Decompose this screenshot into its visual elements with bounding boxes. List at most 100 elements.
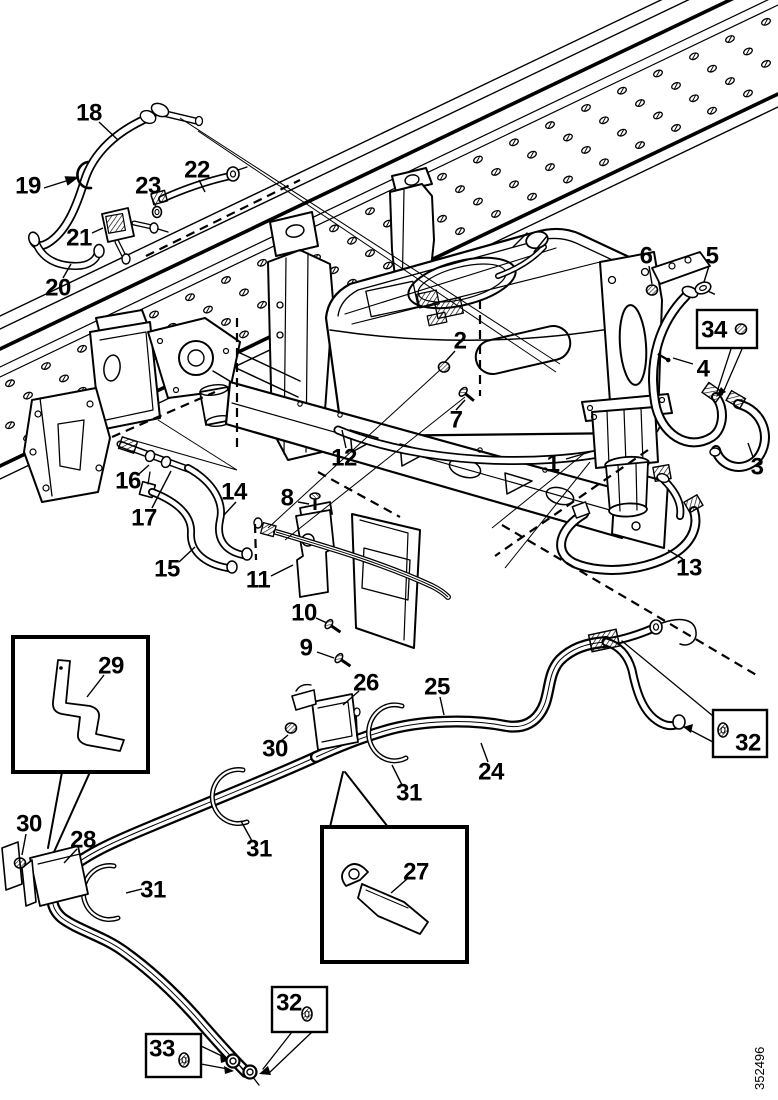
line-end-fitting-33a-icon [225, 1053, 241, 1069]
callout-box-33 [144, 1032, 203, 1079]
callout-28: 28 [63, 827, 96, 864]
callout-17: 17 [131, 470, 172, 532]
vent-hose-upper [653, 285, 723, 442]
grommet-33-icon [178, 1052, 190, 1068]
rail-hole [365, 249, 375, 258]
callout-12-label: 12 [331, 445, 357, 472]
rail-hole [185, 293, 195, 302]
hose-22 [150, 166, 248, 206]
callout-25-label: 25 [424, 674, 450, 701]
rail-hole [653, 69, 663, 78]
rail-hole [617, 128, 627, 137]
callout-31: 31 [240, 820, 272, 863]
rail-hole [5, 379, 15, 388]
callout-17-label: 17 [131, 505, 157, 532]
rail-hole [527, 192, 537, 201]
callout-13: 13 [667, 549, 702, 582]
callout-30-label: 30 [262, 736, 288, 763]
bolt-7-icon [458, 386, 475, 402]
box-leader-lines [200, 348, 743, 1075]
rail-hole [581, 145, 591, 154]
callout-27: 27 [390, 859, 429, 894]
callout-10: 10 [291, 600, 328, 627]
spring-clip-19 [76, 160, 93, 190]
callout-34: 34 [701, 317, 728, 344]
callout-24: 24 [478, 742, 505, 786]
rail-hole [707, 106, 717, 115]
rail-hole [473, 155, 483, 164]
rail-hole [599, 158, 609, 167]
callout-30: 30 [16, 811, 42, 856]
callout-2: 2 [444, 328, 467, 363]
callout-29: 29 [86, 653, 124, 698]
bolt-10-icon [324, 618, 342, 634]
hardware-icons [13, 205, 748, 1080]
rail-hole [491, 209, 501, 218]
rail-hole [653, 111, 663, 120]
clamp-ring-23-icon [151, 205, 163, 219]
rail-hole [203, 305, 213, 314]
pump-outlet-hose [656, 473, 680, 516]
callout-23: 23 [135, 173, 161, 208]
rail-hole [635, 99, 645, 108]
callout-7-label: 7 [450, 407, 463, 434]
fuel-hose-13 [561, 493, 704, 570]
callout-30-label: 30 [16, 811, 42, 838]
callout-31-label: 31 [140, 877, 166, 904]
nut-30-upper-icon [284, 722, 298, 734]
callout-19: 19 [15, 173, 80, 200]
rail-hole [347, 236, 357, 245]
clamp-bracket-28 [1, 841, 89, 907]
rail-hole [473, 197, 483, 206]
filler-neck [512, 230, 549, 253]
rail-hole [437, 214, 447, 223]
hose-clamp-5-icon [694, 281, 716, 295]
callout-32-label: 32 [276, 990, 302, 1017]
callout-15-label: 15 [154, 556, 180, 583]
rail-hole [527, 150, 537, 159]
rail-hole [329, 224, 339, 233]
callout-31-label: 31 [246, 836, 272, 863]
callout-3: 3 [747, 442, 764, 481]
callout-31: 31 [125, 877, 166, 904]
callout-31-label: 31 [396, 780, 422, 807]
reference-dashed-lines [111, 179, 759, 677]
callout-9: 9 [300, 635, 335, 662]
callout-6-label: 6 [640, 243, 653, 270]
hose-14 [188, 468, 253, 561]
rail-hole [707, 64, 717, 73]
detail-pointers [47, 771, 389, 853]
callout-13-label: 13 [676, 555, 702, 582]
grommet-32-right-icon [717, 722, 729, 738]
callout-10-label: 10 [291, 600, 317, 627]
tow-hook-bracket [23, 387, 111, 503]
callout-30: 30 [262, 734, 288, 763]
rail-hole [239, 288, 249, 297]
callout-4-label: 4 [697, 356, 711, 383]
clip-27-detail [341, 863, 429, 935]
callout-23-label: 23 [135, 173, 161, 200]
clamp-bracket-26 [291, 683, 361, 751]
callout-box-32-bottom [270, 985, 329, 1034]
nut-34-icon [734, 323, 748, 335]
bolt-8-icon [309, 492, 321, 510]
nut-2-icon [437, 361, 451, 373]
callout-21: 21 [66, 225, 104, 252]
rail-hole [563, 175, 573, 184]
vent-hose-lower [709, 389, 765, 467]
fuel-pipes-through-bracket [253, 517, 448, 597]
rail-hole [689, 94, 699, 103]
rail-hole [671, 81, 681, 90]
callout-3-label: 3 [751, 454, 764, 481]
stud-4-icon [657, 353, 671, 363]
callout-28-label: 28 [70, 827, 96, 854]
callout-33-label: 33 [149, 1036, 175, 1063]
rail-hole [5, 421, 15, 430]
callout-8-label: 8 [281, 485, 294, 512]
bracket-29-detail [52, 659, 125, 752]
callout-6: 6 [640, 243, 653, 285]
rail-hole [617, 86, 627, 95]
rail-hole [383, 261, 393, 270]
rail-hole [599, 116, 609, 125]
